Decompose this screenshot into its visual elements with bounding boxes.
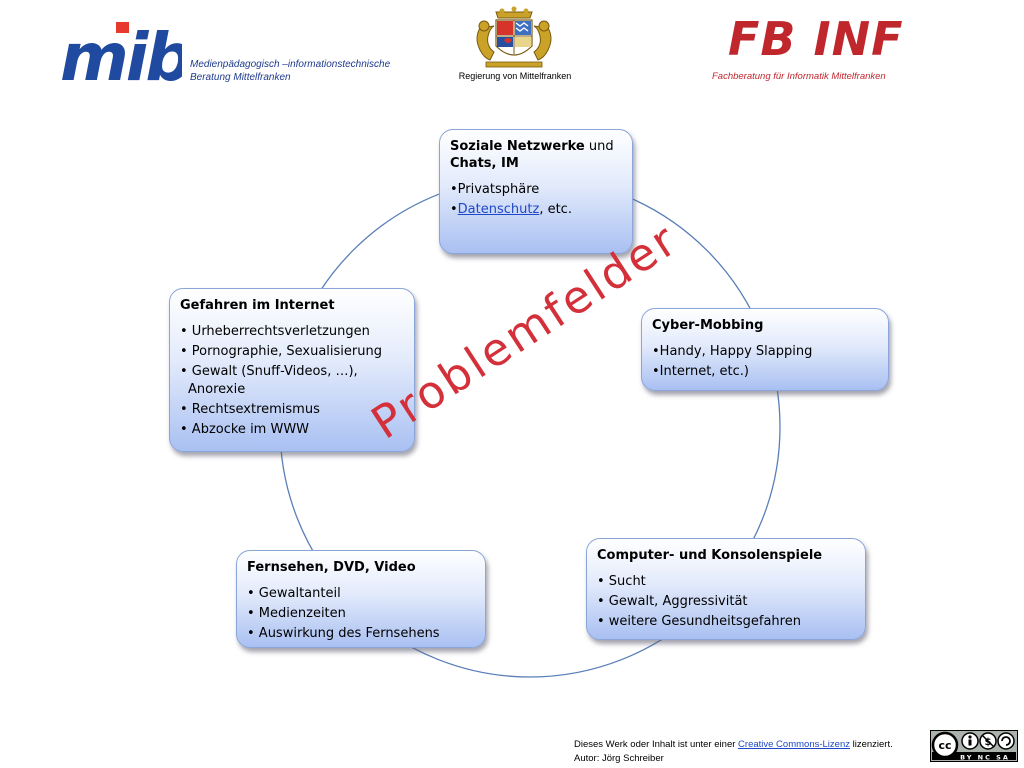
cc-badge-text: BY NC SA [960, 754, 1010, 762]
node-cyber-item-2: •Internet, etc.) [652, 364, 749, 379]
node-computer-games: Computer- und Konsolenspiele • Sucht • G… [586, 538, 866, 640]
fbinf-caption: Fachberatung für Informatik Mittelfranke… [712, 71, 886, 82]
node-dangers-item-3-line2: Anorexie [188, 382, 246, 397]
node-social-title-part2: und [584, 139, 614, 154]
node-dangers-item-3: • Gewalt (Snuff-Videos, …), Anorexie [180, 363, 404, 399]
node-games-title: Computer- und Konsolenspiele [597, 548, 823, 563]
cc-by-nc-sa-badge-icon[interactable]: cc $ BY NC SA [930, 730, 1018, 762]
license-suffix: lizenziert. [849, 739, 893, 750]
node-social-item-privacy: •Privatsphäre [450, 182, 540, 197]
mib-logo: mib [60, 22, 182, 84]
mib-tagline-line2: Beratung Mittelfranken [190, 72, 291, 83]
node-cyber-mobbing: Cyber-Mobbing •Handy, Happy Slapping •In… [641, 308, 889, 391]
node-social-networks: Soziale Netzwerke und Chats, IM •Privats… [439, 129, 633, 254]
fbinf-title: FB INF [728, 12, 904, 66]
author-line: Autor: Jörg Schreiber [574, 753, 664, 764]
node-social-item2-rest: , etc. [539, 202, 572, 217]
node-social-title-part1: Soziale Netzwerke [450, 139, 585, 154]
node-dangers-item-2: • Pornographie, Sexualisierung [180, 344, 382, 359]
node-cyber-item-1: •Handy, Happy Slapping [652, 344, 813, 359]
bullet: • [450, 202, 458, 217]
node-cyber-title: Cyber-Mobbing [652, 318, 764, 333]
node-tv-item-2: • Medienzeiten [247, 606, 346, 621]
node-tv-dvd-video: Fernsehen, DVD, Video • Gewaltanteil • M… [236, 550, 486, 648]
node-tv-item-1: • Gewaltanteil [247, 586, 341, 601]
node-games-item-3: • weitere Gesundheitsgefahren [597, 614, 801, 629]
svg-text:$: $ [985, 737, 992, 748]
node-dangers-item-5: • Abzocke im WWW [180, 422, 310, 437]
node-games-item-2: • Gewalt, Aggressivität [597, 594, 748, 609]
creative-commons-link[interactable]: Creative Commons-Lizenz [738, 739, 850, 750]
license-prefix: Dieses Werk oder Inhalt ist unter einer [574, 739, 739, 750]
license-line: Dieses Werk oder Inhalt ist unter einer … [574, 738, 934, 752]
mib-logo-accent [116, 22, 129, 33]
node-internet-dangers: Gefahren im Internet • Urheberrechtsverl… [169, 288, 415, 452]
svg-text:cc: cc [938, 739, 951, 752]
node-dangers-item-1: • Urheberrechtsverletzungen [180, 324, 370, 339]
node-games-item-1: • Sucht [597, 574, 646, 589]
node-social-title-part3: Chats, IM [450, 156, 519, 171]
license-notice: Dieses Werk oder Inhalt ist unter einer … [574, 738, 934, 766]
node-tv-title: Fernsehen, DVD, Video [247, 560, 416, 575]
bavarian-crest-icon [476, 6, 552, 68]
node-tv-item-3: • Auswirkung des Fernsehens [247, 626, 440, 641]
mib-tagline-line1: Medienpädagogisch –informationstechnisch… [190, 59, 391, 70]
node-dangers-item-3-line1: • Gewalt (Snuff-Videos, …), [180, 364, 358, 379]
node-social-title: Soziale Netzwerke und Chats, IM [450, 138, 622, 172]
datenschutz-link[interactable]: Datenschutz [457, 202, 540, 217]
node-dangers-title: Gefahren im Internet [180, 298, 335, 313]
mib-tagline: Medienpädagogisch –informationstechnisch… [190, 58, 420, 84]
crest-caption: Regierung von Mittelfranken [458, 71, 572, 81]
node-social-item-dataprotection: •Datenschutz, etc. [450, 201, 622, 219]
node-dangers-item-4: • Rechtsextremismus [180, 402, 320, 417]
